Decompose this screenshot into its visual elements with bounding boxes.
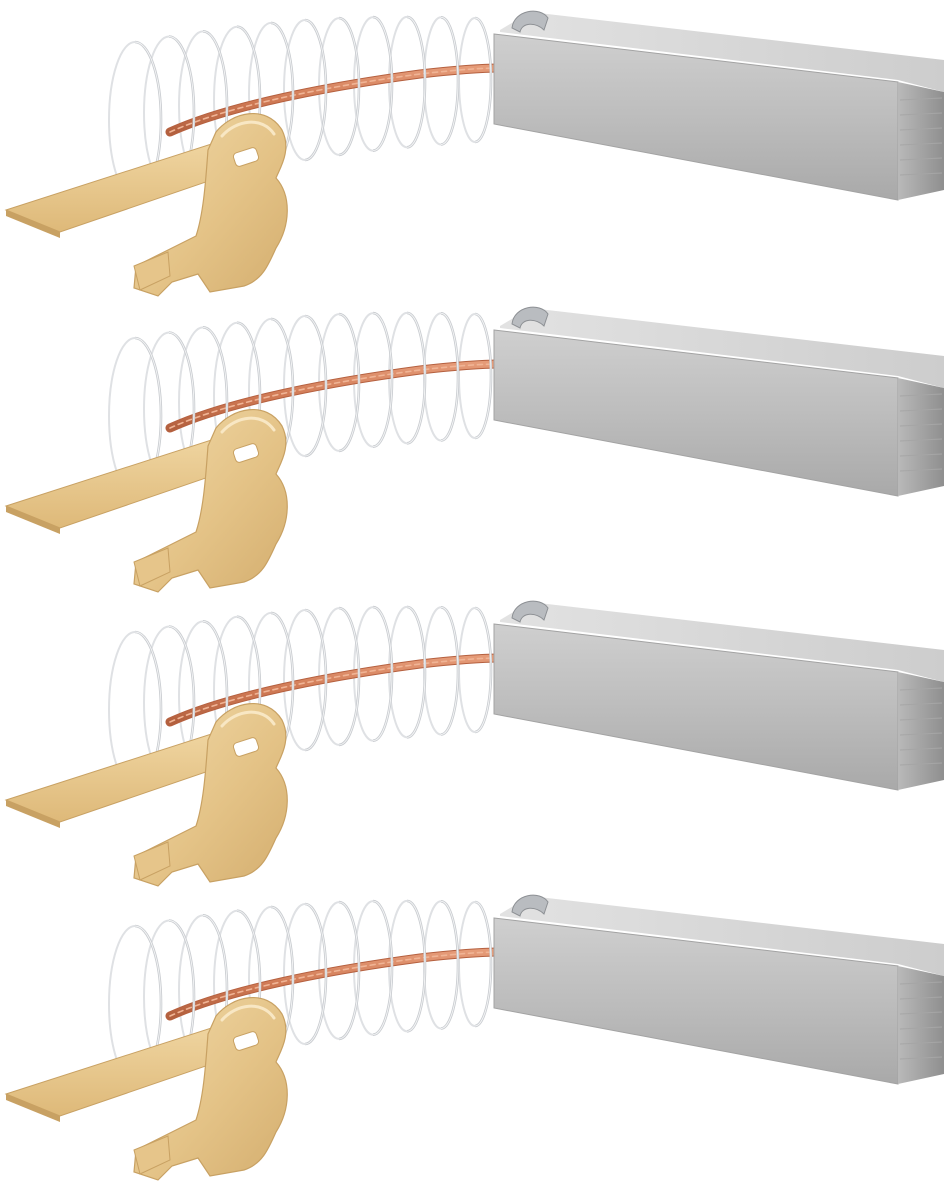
carbon-end-grain — [899, 438, 943, 442]
copper-braided-lead — [166, 64, 504, 136]
carbon-end-grain — [899, 1056, 943, 1060]
carbon-end-grain — [899, 702, 943, 706]
carbon-end-grain — [899, 172, 943, 176]
spring-highlight — [134, 606, 492, 789]
brass-clip-highlight — [220, 1004, 276, 1022]
carbon-block-top — [500, 602, 944, 682]
carbon-block-top — [500, 308, 944, 388]
carbon-brush-assembly — [4, 306, 944, 593]
carbon-block-top — [500, 896, 944, 976]
brass-clip-foot — [133, 841, 171, 881]
brass-tab-edge — [6, 1094, 60, 1122]
brass-clip-foot — [133, 1135, 171, 1175]
brass-clip-foot — [133, 547, 171, 587]
brass-clip-slot — [232, 1031, 260, 1051]
carbon-end-grain — [899, 408, 943, 412]
lead-rivet — [511, 306, 549, 329]
lead-rivet — [511, 10, 549, 33]
carbon-end-grain — [899, 996, 943, 1000]
carbon-end-grain — [899, 423, 943, 427]
carbon-end-grain — [899, 97, 943, 101]
carbon-block-end — [898, 378, 944, 496]
carbon-block-top — [500, 12, 944, 92]
copper-braid-strands — [169, 951, 501, 1017]
brass-tab-edge — [6, 210, 60, 238]
carbon-end-grain — [899, 747, 943, 751]
spring-highlight — [134, 16, 492, 199]
copper-lead-shadow — [165, 947, 505, 1021]
brass-tab-edge — [6, 506, 60, 534]
carbon-end-grain — [899, 981, 943, 985]
lead-rivet — [511, 894, 549, 917]
carbon-end-grain — [899, 142, 943, 146]
carbon-brush-assembly — [4, 10, 944, 297]
carbon-end-grain — [899, 1041, 943, 1045]
carbon-end-grain — [899, 687, 943, 691]
brass-clip-highlight — [220, 120, 276, 138]
lead-rivet — [511, 600, 549, 623]
carbon-block-end — [898, 672, 944, 790]
carbon-end-grain — [899, 127, 943, 131]
copper-lead-shadow — [165, 359, 505, 433]
carbon-brush-assembly — [4, 894, 944, 1181]
copper-braided-lead — [166, 360, 504, 432]
carbon-block-end — [898, 966, 944, 1084]
carbon-end-grain — [899, 732, 943, 736]
brass-clip-slot — [232, 737, 260, 757]
carbon-end-grain — [899, 468, 943, 472]
carbon-end-grain — [899, 157, 943, 161]
brass-tab-edge — [6, 800, 60, 828]
carbon-end-grain — [899, 1026, 943, 1030]
carbon-end-grain — [899, 717, 943, 721]
copper-braided-lead — [166, 654, 504, 726]
carbon-end-grain — [899, 1011, 943, 1015]
copper-braided-lead — [166, 948, 504, 1020]
brass-clip-slot — [232, 147, 260, 167]
carbon-end-grain — [899, 112, 943, 116]
copper-braid-strands — [169, 657, 501, 723]
carbon-end-grain — [899, 762, 943, 766]
brass-clip-highlight — [220, 710, 276, 728]
copper-lead-shadow — [165, 63, 505, 137]
carbon-brush-assembly — [4, 600, 944, 887]
copper-braid-strands — [169, 67, 501, 133]
brass-clip-highlight — [220, 416, 276, 434]
brass-clip-foot — [133, 251, 171, 291]
carbon-end-grain — [899, 453, 943, 457]
spring-highlight — [134, 312, 492, 495]
brass-clip-slot — [232, 443, 260, 463]
spring-highlight — [134, 900, 492, 1083]
carbon-block-end — [898, 82, 944, 200]
copper-lead-shadow — [165, 653, 505, 727]
copper-braid-strands — [169, 363, 501, 429]
carbon-end-grain — [899, 393, 943, 397]
